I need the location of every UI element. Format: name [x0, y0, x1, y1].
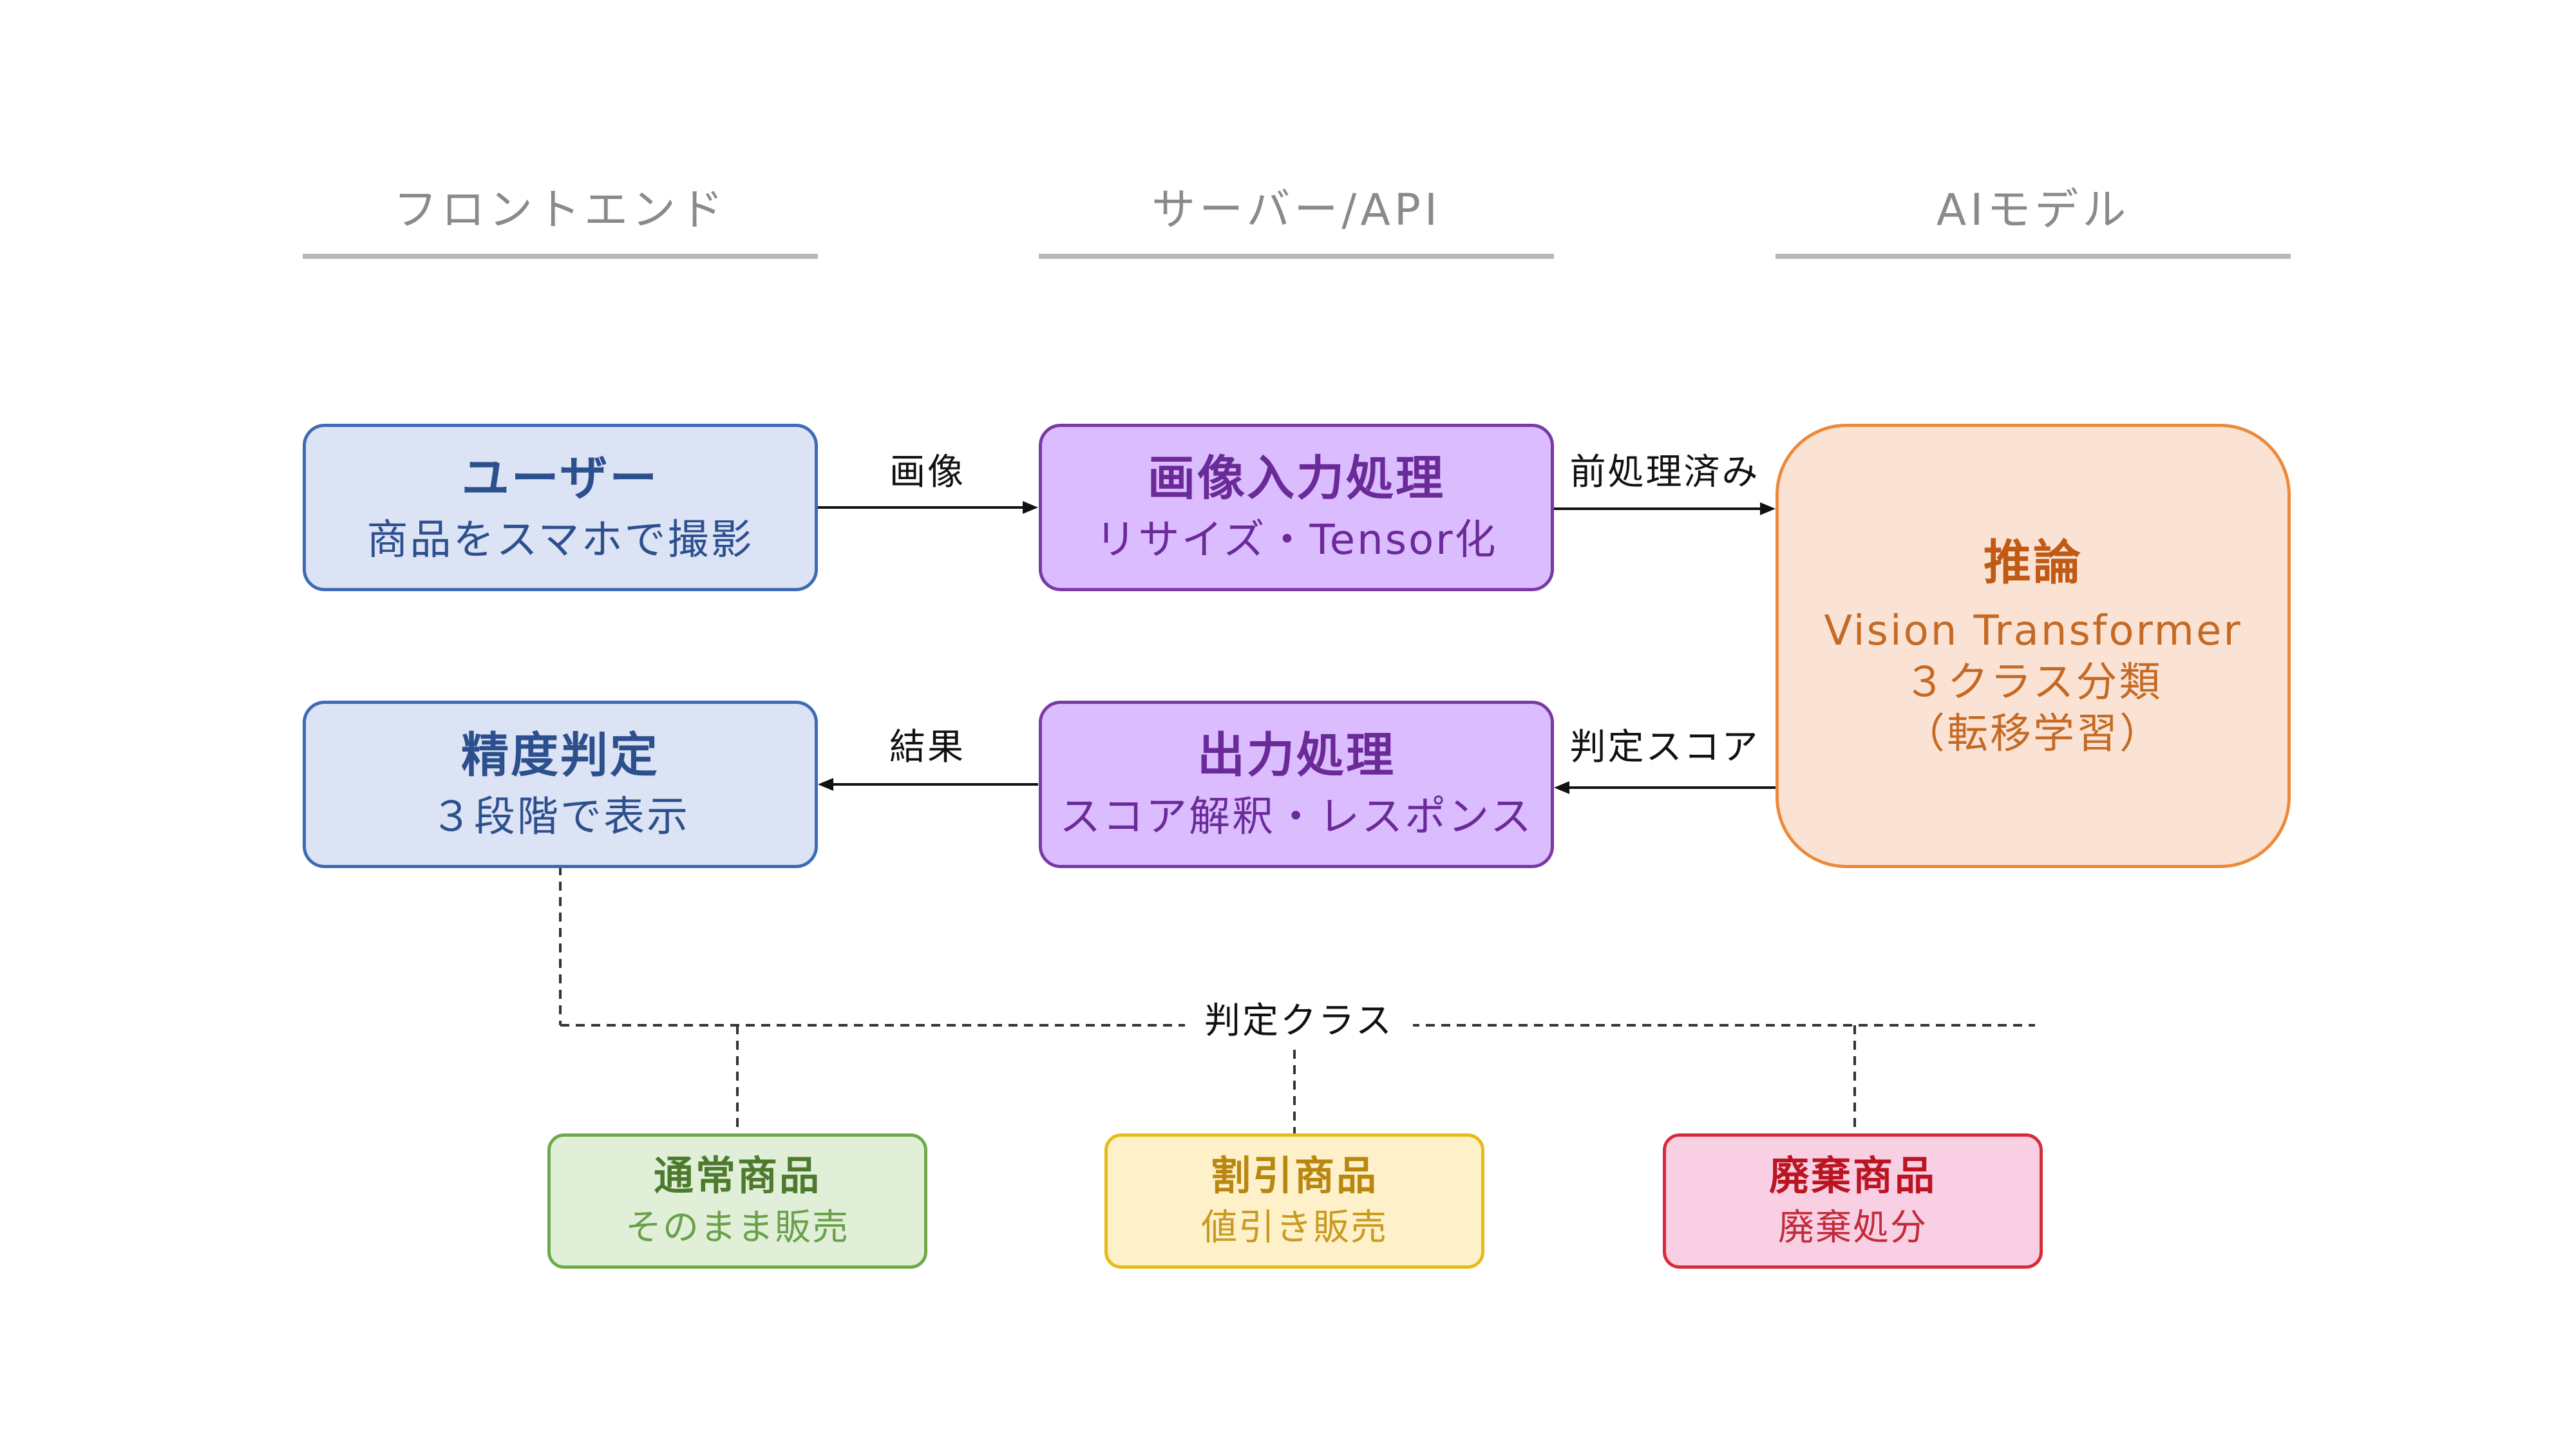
class-node-disposal: 廃棄商品 廃棄処分 — [1663, 1133, 2043, 1269]
inference-node-subtitle-line2: ３クラス分類 — [1904, 659, 2163, 707]
column-rule-model — [1776, 254, 2291, 259]
accuracy-node: 精度判定 ３段階で表示 — [303, 701, 818, 868]
accuracy-node-title: 精度判定 — [461, 728, 659, 784]
output-node-title: 出力処理 — [1197, 728, 1396, 784]
class-node-disposal-title: 廃棄商品 — [1768, 1152, 1937, 1200]
column-header-model: AIモデル — [1936, 185, 2130, 236]
class-node-normal-subtitle: そのまま販売 — [625, 1206, 849, 1249]
accuracy-node-subtitle: ３段階で表示 — [431, 793, 690, 841]
inference-node-subtitle-line3: （転移学習） — [1904, 710, 2163, 759]
edge-label-score: 判定スコア — [1569, 726, 1760, 768]
class-node-normal: 通常商品 そのまま販売 — [547, 1133, 927, 1269]
inference-node-title: 推論 — [1984, 535, 2083, 591]
class-node-discount: 割引商品 値引き販売 — [1104, 1133, 1484, 1269]
class-node-normal-title: 通常商品 — [653, 1152, 821, 1200]
edge-label-class: 判定クラス — [1185, 992, 1413, 1044]
inference-node: 推論 Vision Transformer ３クラス分類 （転移学習） — [1776, 424, 2291, 868]
arrow-inference-to-output — [1554, 781, 1776, 794]
class-node-disposal-subtitle: 廃棄処分 — [1778, 1206, 1927, 1249]
class-node-discount-subtitle: 値引き販売 — [1201, 1206, 1388, 1249]
column-rule-server — [1039, 254, 1554, 259]
edge-label-image: 画像 — [889, 451, 965, 493]
image-input-node-title: 画像入力処理 — [1148, 451, 1445, 507]
user-node: ユーザー 商品をスマホで撮影 — [303, 424, 818, 591]
image-input-node-subtitle: リサイズ・Tensor化 — [1095, 516, 1498, 564]
edge-label-result: 結果 — [889, 726, 965, 768]
output-node: 出力処理 スコア解釈・レスポンス — [1039, 701, 1554, 868]
class-tree-dashed-lines — [559, 866, 2035, 1133]
arrow-image-input-to-inference — [1554, 502, 1776, 515]
user-node-title: ユーザー — [461, 451, 659, 507]
inference-node-subtitle-line1: Vision Transformer — [1824, 607, 2242, 656]
arrow-user-to-image-input — [817, 501, 1038, 514]
column-header-frontend: フロントエンド — [393, 185, 727, 236]
user-node-subtitle: 商品をスマホで撮影 — [366, 516, 754, 564]
column-rule-frontend — [303, 254, 818, 259]
image-input-node: 画像入力処理 リサイズ・Tensor化 — [1039, 424, 1554, 591]
output-node-subtitle: スコア解釈・レスポンス — [1059, 793, 1533, 841]
class-node-discount-title: 割引商品 — [1210, 1152, 1378, 1200]
edge-label-preprocessed: 前処理済み — [1569, 451, 1760, 493]
arrow-output-to-accuracy — [818, 778, 1038, 791]
column-header-server: サーバー/API — [1151, 185, 1441, 236]
